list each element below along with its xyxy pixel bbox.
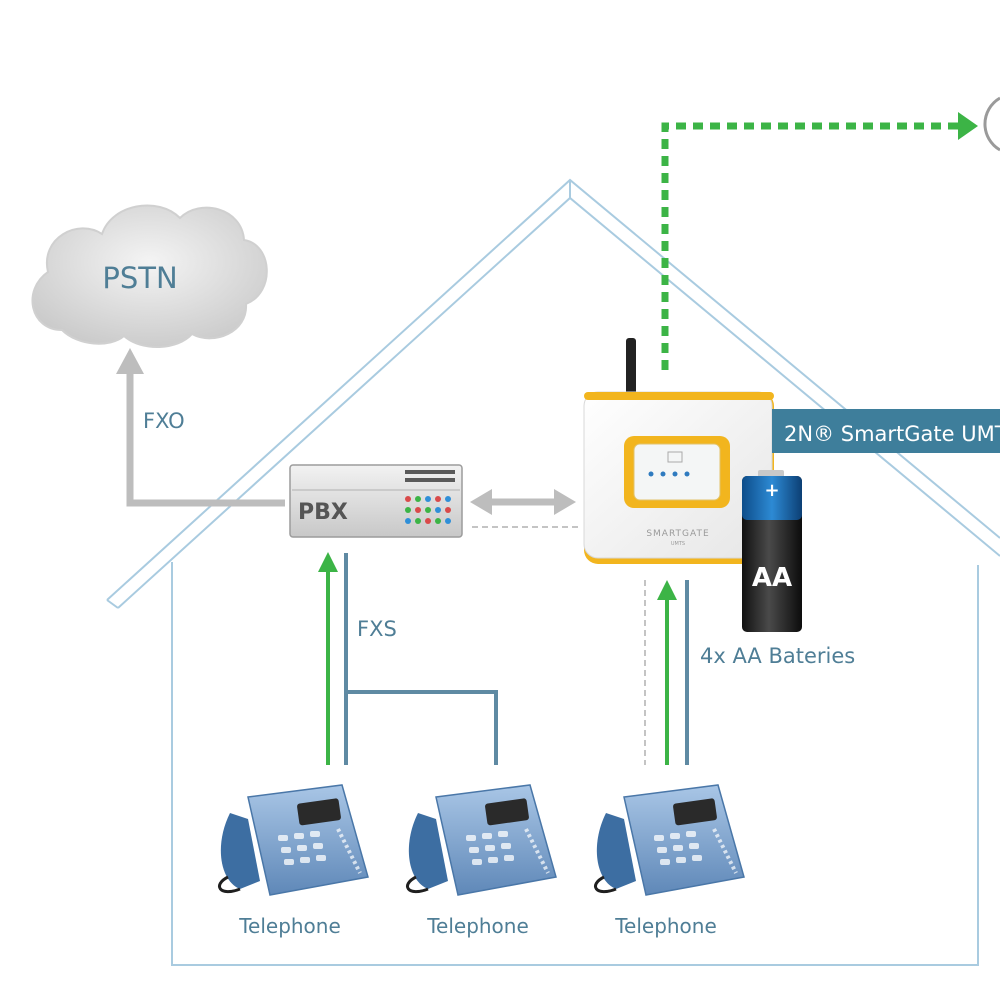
gateway-phone-wiring <box>644 580 689 765</box>
battery-label: AA <box>752 563 792 593</box>
gateway-banner <box>772 409 1000 453</box>
telephone-3: Telephone <box>594 784 745 938</box>
antenna <box>626 338 636 400</box>
link-arrowhead-right <box>554 489 576 515</box>
fxo-link: FXO <box>116 348 285 507</box>
battery-polarity: + <box>764 480 779 501</box>
telephone-label: Telephone <box>426 914 529 938</box>
network-endpoint-edge <box>983 96 1000 152</box>
telephone-icon <box>594 784 745 896</box>
pbx-gateway-link <box>470 489 578 528</box>
fxs-arrowhead <box>318 552 338 572</box>
pstn-cloud: PSTN <box>31 204 268 348</box>
pbx-device: PBX <box>289 464 463 538</box>
fxo-arrowhead <box>116 348 144 374</box>
battery-caption: 4x AA Bateries <box>700 644 855 668</box>
gateway-arrowhead <box>657 580 677 600</box>
telephone-label: Telephone <box>614 914 717 938</box>
pbx-label: PBX <box>298 500 348 525</box>
gateway-banner-text: 2N® SmartGate UMTS <box>784 422 1000 446</box>
gateway-model-mark: UMTS <box>671 541 685 547</box>
telephone-icon <box>406 784 557 896</box>
telephone-2: Telephone <box>406 784 557 938</box>
fxs-wiring: FXS <box>318 552 498 765</box>
smartgate-device: SMARTGATE UMTS 2N® SmartGate UMTS <box>583 338 1000 564</box>
link-arrowhead-left <box>470 489 492 515</box>
pstn-label: PSTN <box>102 261 177 295</box>
uplink-arrowhead <box>958 112 978 140</box>
telephone-icon <box>218 784 369 896</box>
fxo-label: FXO <box>143 409 185 433</box>
gateway-brand: SMARTGATE <box>646 529 709 539</box>
telephone-label: Telephone <box>238 914 341 938</box>
wireless-uplink-path <box>661 96 1000 370</box>
fxs-label: FXS <box>357 617 397 641</box>
pbx-indicator-lights <box>405 496 451 524</box>
telephone-1: Telephone <box>218 784 369 938</box>
gateway-status-leds <box>648 451 690 477</box>
aa-battery: + AA 4x AA Bateries <box>700 470 855 668</box>
